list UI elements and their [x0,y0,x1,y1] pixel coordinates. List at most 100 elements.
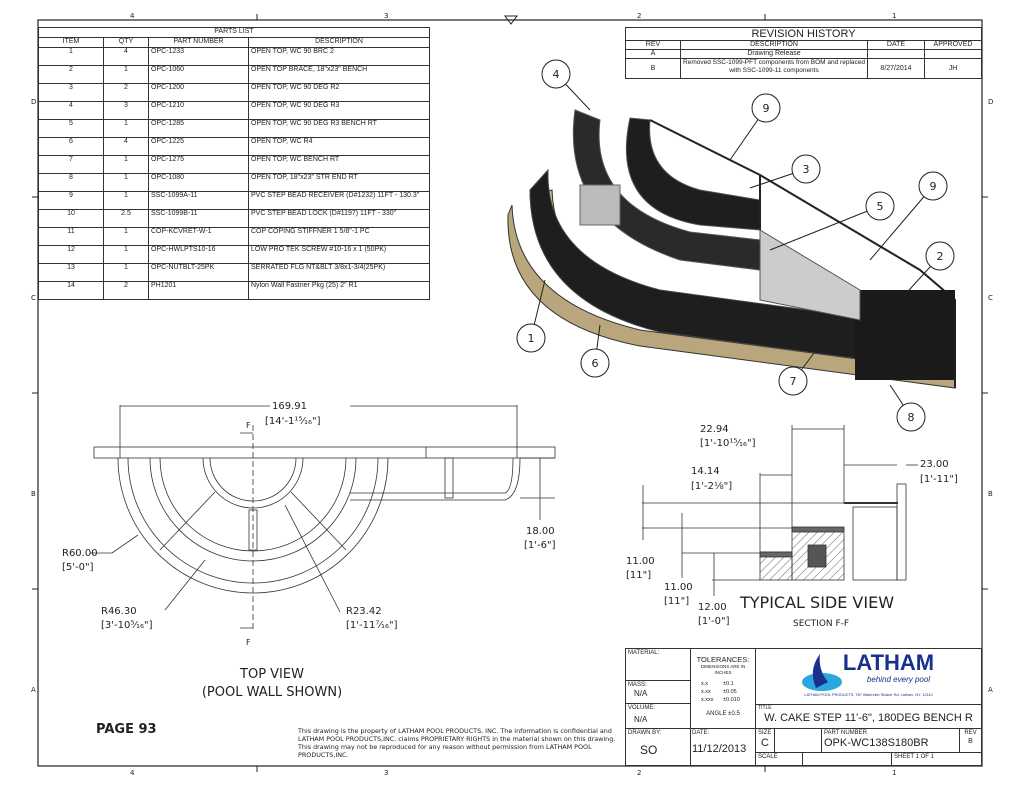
part-number-cell: OPC-1080 [148,173,249,192]
inner-radius-dimension-ft: [1'-11⁷⁄₁₆"] [346,620,398,631]
item-cell: 4 [38,101,104,120]
material-label: MATERIAL: [628,650,660,656]
description-cell: OPEN TOP, WC 90 DEG R3 BENCH RT [248,119,430,138]
part-number-cell: OPC-1060 [148,65,249,84]
rev-header: REV [625,40,681,50]
description-cell: OPEN TOP, WC R4 [248,137,430,156]
approved-cell [924,49,982,59]
tolerances-note: DIMENSIONS ARE IN INCHES [700,664,746,675]
part-number-cell: OPC-1210 [148,101,249,120]
balloon-callout: 5 [769,191,895,251]
part-number-cell: OPC-1275 [148,155,249,174]
mid-radius-dimension-ft: [3'-10⁵⁄₁₆"] [101,620,153,631]
part-number-cell: PH1201 [148,281,249,300]
description-cell: Drawing Release [680,49,868,59]
qty-cell: 3 [103,101,149,120]
qty-cell: 1 [103,245,149,264]
qty-cell: 1 [103,155,149,174]
zone-row: B [988,490,993,498]
balloon-callout: 3 [749,154,821,189]
date-label: DATE: [692,730,710,736]
description-cell: COP COPING STIFFNER 1 5/8"-1 PC [248,227,430,246]
volume-cell: VOLUME:N/A [625,703,691,729]
inner-radius-dimension: R23.42 [346,606,382,617]
side-view-subtitle: SECTION F-F [793,619,849,629]
tol-row: x.xxx±0.010 [701,697,740,703]
description-header: DESCRIPTION [680,40,868,50]
side-view-labels: 22.94 [1'-10¹⁵⁄₁₆"] 14.14 [1'-2⅛"] 23.00… [626,424,958,629]
qty-cell: 4 [103,47,149,66]
isometric-view [507,109,956,389]
mid-radius-dimension: R46.30 [101,606,137,617]
approved-header: APPROVED [924,40,982,50]
header-item: ITEM [38,37,104,48]
balloon-number: 8 [908,411,915,424]
qty-cell: 1 [103,173,149,192]
outer-step-band [529,168,956,373]
section-marker-top: F [246,421,251,430]
item-cell: 3 [38,83,104,102]
parts-list-table: PARTS LIST ITEM QTY PART NUMBER DESCRIPT… [38,27,430,300]
item-cell: 5 [38,119,104,138]
revision-row: A Drawing Release [625,49,982,59]
qty-cell: 1 [103,119,149,138]
page-number: PAGE 93 [96,722,157,737]
qty-cell: 1 [103,227,149,246]
depth-dimension-ft: [1'-6"] [524,540,556,551]
part-number-value: OPK-WC138S180BR [824,737,929,749]
balloon-number: 5 [877,200,884,213]
balloon-number: 2 [937,250,944,263]
part-number-cell: OPC-1233 [148,47,249,66]
balloon-number: 3 [803,163,810,176]
description-cell: OPEN TOP, WC BENCH RT [248,155,430,174]
top-view-subtitle: (POOL WALL SHOWN) [202,685,342,700]
description-cell: PVC STEP BEAD RECEIVER (D#1232) 11FT - 1… [248,191,430,210]
dim-23-00: 23.00 [920,459,949,470]
revision-history-table: REVISION HISTORY REV DESCRIPTION DATE AP… [625,27,982,79]
mass-label: MASS: [628,682,647,688]
side-view [642,425,918,596]
balloon-number: 1 [528,332,535,345]
dim-11-00-a-ft: [11"] [626,570,651,581]
date-cell: DATE:11/12/2013 [690,728,756,766]
size-label: SIZE [758,730,772,736]
zone-col: 1 [892,769,896,777]
outer-radius-dimension-ft: [5'-0"] [62,562,94,573]
size-value: C [761,737,769,749]
rev-cell: B [625,58,681,79]
zone-row: D [31,98,36,106]
date-cell [867,49,925,59]
title-label: TITLE [758,705,772,711]
zone-row: D [988,98,993,106]
mass-value: N/A [634,689,648,698]
logo-text: LATHAM [842,650,935,675]
drawn-by-cell: DRAWN BY:SO [625,728,691,766]
dim-11-00-b: 11.00 [664,582,693,593]
zone-ticks [32,14,988,772]
balloon-callout: 1 [516,279,546,353]
zone-row: A [988,686,993,694]
top-view-title: TOP VIEW [239,667,304,682]
revision-row: B Removed SSC-1099-PFT components from B… [625,58,982,79]
zone-row: C [31,294,36,302]
item-cell: 2 [38,65,104,84]
tolerances-cell: TOLERANCES: DIMENSIONS ARE IN INCHES x.x… [690,648,756,729]
sheet-cell: SHEET 1 OF 1 [891,752,982,766]
width-dimension: 169.91 [272,401,307,412]
header-qty: QTY [103,37,149,48]
latham-logo-icon [802,654,842,691]
balloon-callout: 9 [869,171,948,261]
dim-12-00-ft: [1'-0"] [698,616,730,627]
zone-col: 1 [892,12,896,20]
